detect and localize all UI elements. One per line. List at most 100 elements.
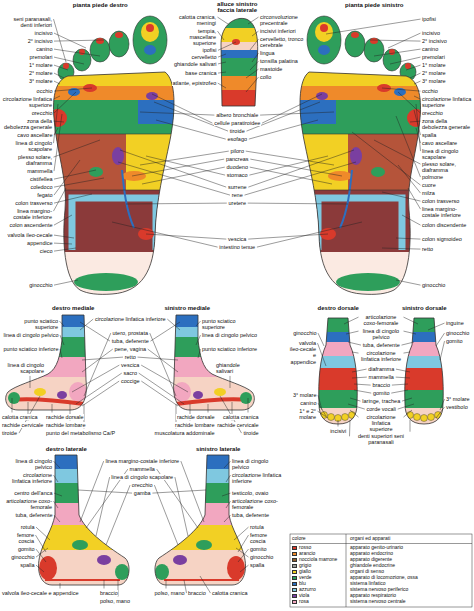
figure-part bbox=[40, 134, 126, 190]
organ-label: polmone bbox=[422, 174, 444, 180]
leader-line bbox=[414, 96, 421, 99]
leader-line bbox=[370, 40, 421, 41]
figure-part bbox=[215, 90, 265, 106]
leader-line bbox=[248, 150, 354, 187]
organ-label: ginocchio bbox=[293, 330, 317, 336]
leader-line bbox=[154, 485, 178, 545]
leader-line bbox=[226, 501, 231, 508]
organ-label: ginocchio bbox=[446, 330, 470, 336]
leader-line bbox=[54, 188, 67, 211]
organ-label: tuba, deferente bbox=[111, 338, 149, 344]
leader-line bbox=[348, 404, 365, 409]
organ-label: circolazione linfatica inferiore bbox=[232, 472, 282, 484]
table-cell: nocciola marrone bbox=[299, 557, 338, 563]
organ-label: canino bbox=[300, 400, 317, 406]
organ-label: incisivo bbox=[422, 30, 441, 36]
leader-line bbox=[398, 404, 414, 409]
organ-label: 3° molare bbox=[422, 78, 446, 84]
organ-label: colon discendente bbox=[422, 222, 467, 228]
figure-part bbox=[96, 38, 104, 44]
leader-line bbox=[54, 170, 96, 179]
organ-label: orecchio bbox=[422, 110, 443, 116]
organ-label: mammella bbox=[27, 168, 53, 174]
figure-part bbox=[313, 318, 363, 332]
leader-line bbox=[396, 280, 421, 285]
organ-label: ghiandole salivari bbox=[216, 362, 258, 374]
organ-label: punto sciatico inferiore bbox=[3, 346, 59, 352]
organ-label: tonsilla palatina bbox=[260, 58, 298, 64]
organ-label: ginocchio bbox=[250, 554, 274, 560]
organ-label: linea di cingolo pelvico bbox=[360, 328, 402, 340]
leader-line bbox=[398, 165, 421, 193]
organ-label: canino bbox=[36, 46, 53, 52]
organ-label: mammella bbox=[129, 466, 155, 472]
leader-line bbox=[54, 248, 76, 251]
leader-line bbox=[402, 398, 412, 401]
organ-label: uretere bbox=[228, 200, 246, 206]
organ-label: cervelletto, tronco cerebrale bbox=[260, 36, 304, 48]
figure-part bbox=[319, 318, 357, 424]
legend-swatch bbox=[292, 552, 297, 556]
leader-line bbox=[396, 377, 410, 379]
organ-label: polso, mano bbox=[100, 598, 130, 604]
figure-part bbox=[40, 252, 190, 302]
organ-label: polso, mano bbox=[154, 590, 184, 596]
organ-label: zona della debolezza generale bbox=[422, 118, 472, 130]
organ-label: tiroide bbox=[243, 430, 258, 436]
figure-part bbox=[122, 170, 134, 228]
view-title: destro laterale bbox=[45, 446, 87, 453]
organ-label: surrene bbox=[228, 184, 247, 190]
organ-label: appendice bbox=[27, 240, 53, 246]
leader-line bbox=[392, 384, 408, 385]
organ-label: calotta cranica bbox=[223, 414, 259, 420]
organ-label: lingua bbox=[260, 50, 275, 56]
big-toe-drawing bbox=[215, 14, 265, 106]
organ-label: retto bbox=[124, 354, 136, 360]
leader-line bbox=[318, 333, 324, 346]
organ-label: circolazione linfatica superiore bbox=[2, 96, 52, 108]
leader-line bbox=[36, 535, 47, 552]
leader-line bbox=[132, 159, 224, 176]
organ-label: linea di cingolo pelvico bbox=[4, 458, 52, 470]
leader-line bbox=[78, 490, 132, 493]
leader-line bbox=[406, 65, 421, 70]
organ-label: milza bbox=[422, 190, 435, 196]
organ-label: denti superiori seni paranasali bbox=[351, 433, 411, 445]
leader-line bbox=[350, 398, 361, 401]
leader-line bbox=[245, 162, 357, 195]
leader-line bbox=[262, 94, 322, 123]
organ-label: 3° molare bbox=[292, 392, 316, 398]
legend-swatch bbox=[292, 546, 297, 550]
figure-part bbox=[89, 167, 103, 177]
organ-label: cellule paratiroidee bbox=[214, 120, 261, 126]
organ-label: rachide lombare bbox=[175, 422, 215, 428]
leader-line bbox=[118, 162, 230, 195]
leader-line bbox=[402, 215, 421, 225]
organ-label: centro dell'anca bbox=[14, 490, 53, 496]
organ-label: ginocchio bbox=[29, 282, 53, 288]
figure-part bbox=[40, 190, 190, 252]
leader-line bbox=[82, 349, 113, 372]
organ-label: testicolo, ovaio bbox=[232, 490, 269, 496]
leader-line bbox=[148, 349, 178, 372]
organ-label: orecchio bbox=[31, 110, 52, 116]
organ-label: esofago bbox=[227, 136, 247, 142]
figure-part bbox=[109, 31, 129, 57]
leader-line bbox=[218, 54, 226, 57]
figure-part bbox=[313, 318, 363, 424]
leader-line bbox=[436, 333, 445, 346]
leader-line bbox=[72, 365, 119, 392]
organ-label: laringe, trachea bbox=[362, 398, 400, 404]
organ-label: rotula bbox=[250, 524, 264, 530]
leader-line bbox=[54, 65, 68, 70]
table-cell: arancio bbox=[299, 551, 316, 557]
figure-part bbox=[54, 72, 175, 294]
figure-part bbox=[144, 45, 156, 55]
leader-line bbox=[396, 116, 421, 177]
organ-label: tuba, deferente bbox=[15, 512, 53, 518]
organ-label: vescica bbox=[121, 362, 140, 368]
organ-label: cavo ascellare bbox=[17, 132, 53, 138]
leader-line bbox=[120, 150, 226, 187]
organ-label: coccige bbox=[121, 378, 140, 384]
leader-line bbox=[252, 53, 259, 62]
